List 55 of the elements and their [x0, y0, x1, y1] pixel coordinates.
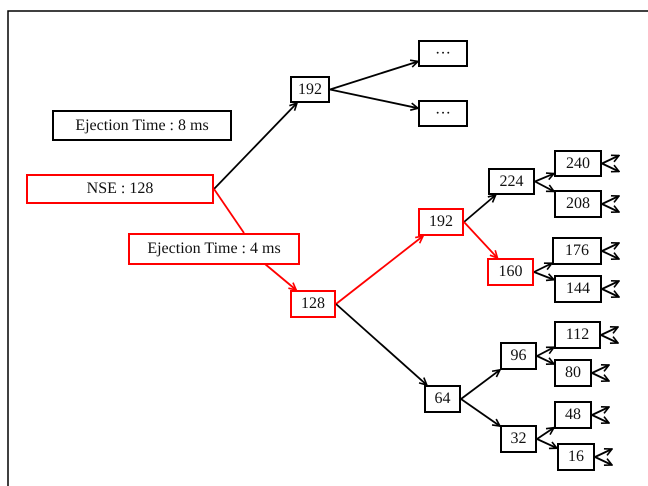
arrow — [592, 364, 610, 374]
arrow — [460, 398, 501, 427]
arrow — [463, 194, 496, 223]
process-box: 48 — [554, 401, 592, 429]
arrow — [602, 203, 620, 213]
process-box: 128 — [290, 290, 336, 318]
arrow — [602, 162, 620, 172]
arrow — [592, 406, 610, 416]
process-box: ··· — [418, 100, 468, 127]
process-box: 80 — [554, 359, 592, 387]
process-box: Ejection Time : 8 ms — [52, 110, 232, 141]
process-box: 112 — [554, 321, 601, 349]
process-box: 176 — [552, 237, 602, 265]
arrow — [602, 154, 620, 164]
process-box: 144 — [554, 275, 602, 303]
arrow — [600, 334, 619, 344]
process-box: 64 — [424, 385, 461, 413]
arrow — [536, 346, 555, 357]
process-box: 192 — [418, 208, 464, 236]
process-box: Ejection Time : 4 ms — [128, 233, 300, 265]
arrow — [330, 59, 419, 90]
arrow — [534, 262, 553, 273]
process-box: 240 — [554, 150, 602, 177]
arrow — [213, 102, 298, 190]
arrow — [536, 438, 558, 450]
arrow — [602, 280, 620, 290]
process-box: 208 — [554, 190, 602, 218]
arrow — [536, 355, 555, 366]
process-box: NSE : 128 — [26, 174, 214, 204]
process-box: 192 — [290, 76, 330, 103]
arrow — [602, 250, 620, 260]
arrow — [602, 242, 620, 252]
process-box: ··· — [418, 40, 468, 67]
arrow — [335, 235, 424, 305]
arrow — [534, 180, 555, 192]
process-box: 16 — [557, 443, 595, 471]
arrow — [600, 326, 619, 336]
process-box: 96 — [500, 342, 537, 370]
arrow — [534, 271, 555, 282]
arrow — [594, 456, 613, 466]
arrow — [264, 263, 297, 291]
process-box: 160 — [487, 258, 534, 286]
arrow — [602, 195, 620, 205]
arrow — [536, 426, 555, 440]
process-box: 224 — [488, 168, 535, 195]
arrow — [330, 88, 419, 112]
arrow — [602, 288, 620, 298]
arrow — [534, 172, 555, 182]
arrow — [335, 303, 428, 386]
process-box: 32 — [500, 425, 537, 453]
arrow — [592, 372, 610, 382]
arrow — [463, 221, 498, 259]
arrow — [592, 414, 610, 424]
arrow — [594, 448, 613, 458]
arrow — [460, 369, 501, 400]
